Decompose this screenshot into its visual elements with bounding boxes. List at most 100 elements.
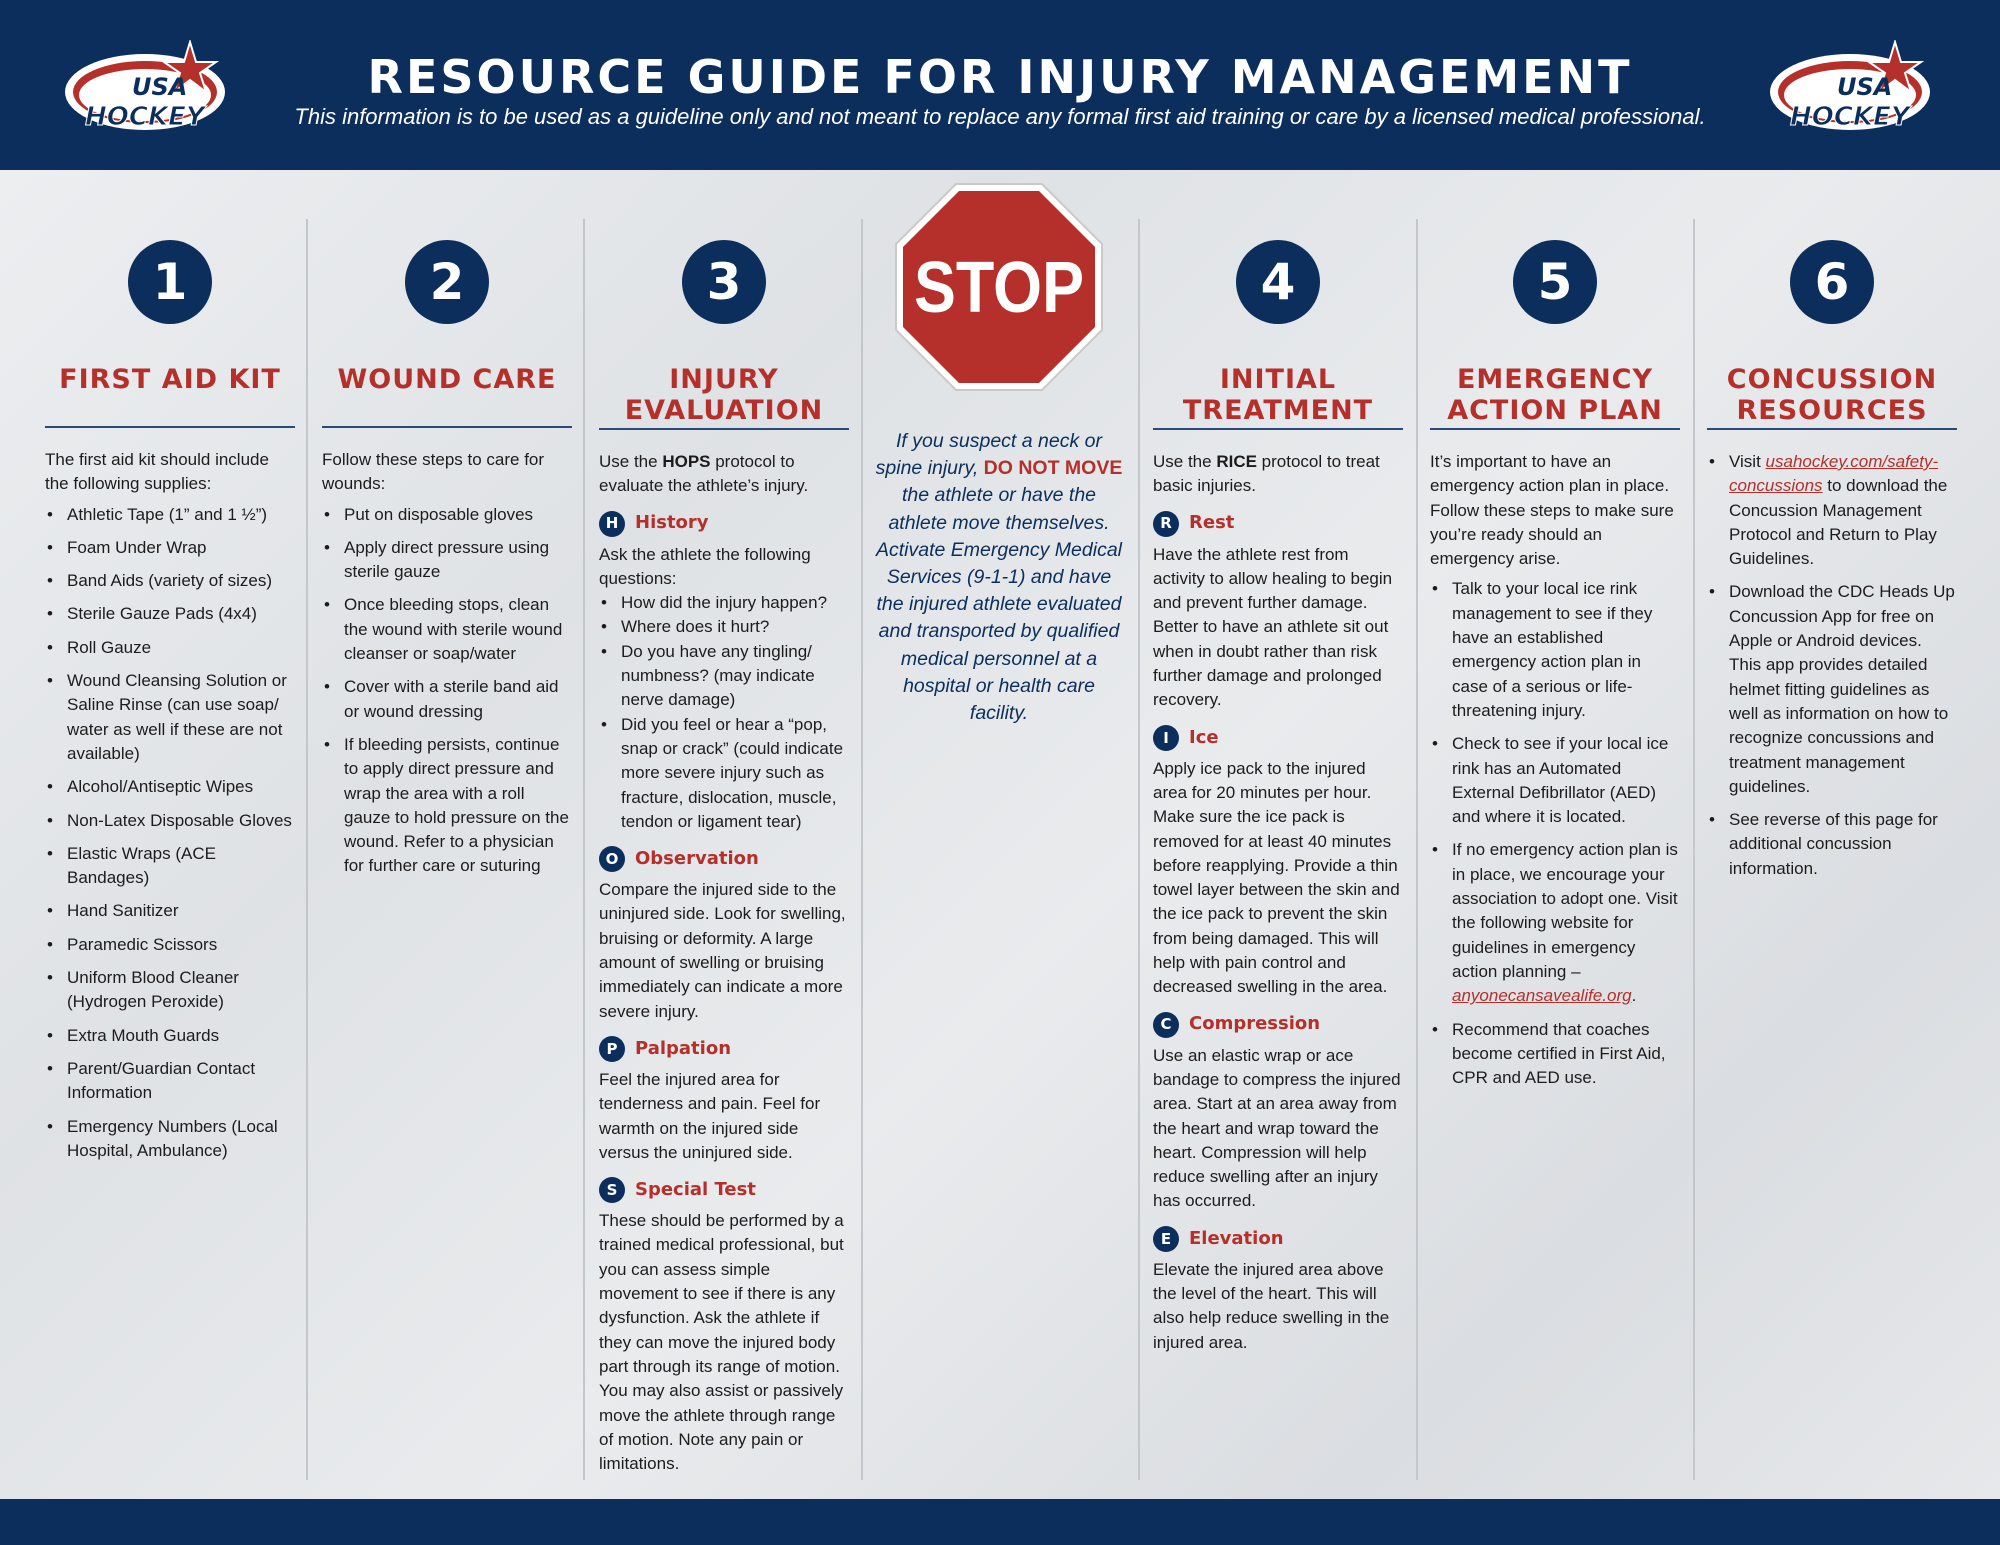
step-title: Palpation <box>635 1037 732 1059</box>
svg-text:HOCKEY: HOCKEY <box>1790 102 1913 132</box>
list-item-text: to download the Concussion Management Pr… <box>1729 476 1948 569</box>
warning-text: If you suspect a neck or spine injury, <box>875 430 1102 480</box>
list-item: Recommend that coaches become certified … <box>1430 1018 1680 1091</box>
stop-sign-icon: STOP <box>895 183 1103 391</box>
step-title: Ice <box>1189 726 1219 748</box>
column-divider <box>306 219 308 1480</box>
step-heading-ice: I Ice <box>1153 724 1403 751</box>
step-heading-observation: O Observation <box>599 846 849 873</box>
step-text: Use an elastic wrap or ace bandage to co… <box>1153 1045 1401 1211</box>
list-item: Sterile Gauze Pads (4x4) <box>45 602 295 627</box>
list-item: See reverse of this page for additional … <box>1707 808 1957 881</box>
section-first-aid-kit: 1 FIRST AID KIT The first aid kit should… <box>45 240 295 1172</box>
step-title: Observation <box>635 848 759 869</box>
usahockey-concussions-link[interactable]: usahockey.com/safety-concussions <box>1729 452 1939 496</box>
section-heading: WOUND CARE <box>322 364 572 428</box>
step-title: Elevation <box>1189 1227 1284 1249</box>
list-item: Uniform Blood Cleaner (Hydrogen Peroxide… <box>45 966 295 1015</box>
list-item: Hand Sanitizer <box>45 899 295 924</box>
usa-hockey-logo: USA HOCKEY <box>65 40 225 133</box>
list-item: Cover with a sterile band aid or wound d… <box>322 675 572 724</box>
protocol-name: RICE <box>1216 452 1257 471</box>
list-item: Did you feel or hear a “pop, snap or cra… <box>599 713 849 834</box>
header: USA HOCKEY RESOURCE GUIDE FOR INJURY MAN… <box>0 0 2000 170</box>
section-intro: Use the RICE protocol to treat basic inj… <box>1153 450 1403 499</box>
stop-sign-text: STOP <box>914 248 1084 328</box>
page-subtitle: This information is to be used as a guid… <box>294 104 1706 129</box>
section-injury-evaluation: 3 INJURY EVALUATION Use the HOPS protoco… <box>599 240 849 1476</box>
list-item: Extra Mouth Guards <box>45 1024 295 1049</box>
step-number-badge: 4 <box>1236 240 1320 324</box>
letter-badge: O <box>599 846 625 873</box>
list-item: Check to see if your local ice rink has … <box>1430 732 1680 829</box>
intro-text: Use the <box>599 452 663 471</box>
section-initial-treatment: 4 INITIAL TREATMENT Use the RICE protoco… <box>1153 240 1403 1355</box>
svg-text:USA: USA <box>132 73 187 101</box>
letter-badge: R <box>1153 510 1179 537</box>
list-item: If bleeding persists, continue to apply … <box>322 733 572 879</box>
supplies-list: Athletic Tape (1” and 1 ½”) Foam Under W… <box>45 503 295 1164</box>
wound-steps-list: Put on disposable gloves Apply direct pr… <box>322 503 572 879</box>
usa-hockey-logo: USA HOCKEY <box>1770 40 1930 133</box>
intro-text: Use the <box>1153 452 1217 471</box>
step-title: Compression <box>1189 1013 1321 1035</box>
list-item: How did the injury happen? <box>599 591 849 616</box>
list-item: Non-Latex Disposable Gloves <box>45 809 295 834</box>
section-emergency-action-plan: 5 EMERGENCY ACTION PLAN It’s important t… <box>1430 240 1680 1099</box>
intro-text: protocol to treat basic injuries. <box>1153 452 1380 496</box>
list-item: Roll Gauze <box>45 636 295 661</box>
step-title: Special Test <box>635 1178 756 1200</box>
column-divider <box>1416 219 1418 1480</box>
list-item: Alcohol/Antiseptic Wipes <box>45 775 295 800</box>
list-item: Foam Under Wrap <box>45 536 295 561</box>
intro-text: protocol to evaluate the athlete’s injur… <box>599 452 809 496</box>
svg-text:USA: USA <box>1837 73 1892 101</box>
step-number-badge: 5 <box>1513 240 1597 324</box>
list-item: Apply direct pressure using sterile gauz… <box>322 536 572 585</box>
list-item: If no emergency action plan is in place,… <box>1430 838 1680 1008</box>
step-number-badge: 1 <box>128 240 212 324</box>
footer-bar <box>0 1499 2000 1545</box>
list-item: Do you have any tingling/ numbness? (may… <box>599 640 849 713</box>
page-title: RESOURCE GUIDE FOR INJURY MANAGEMENT <box>367 50 1633 104</box>
list-item: Download the CDC Heads Up Concussion App… <box>1707 580 1957 799</box>
column-divider <box>1138 219 1140 1480</box>
punctuation: . <box>1631 986 1637 1006</box>
step-number-badge: 2 <box>405 240 489 324</box>
list-item: Emergency Numbers (Local Hospital, Ambul… <box>45 1115 295 1164</box>
list-item-text: If no emergency action plan is in place,… <box>1452 840 1678 981</box>
step-number-badge: 3 <box>682 240 766 324</box>
spine-injury-warning: If you suspect a neck or spine injury, D… <box>872 428 1126 727</box>
section-wound-care: 2 WOUND CARE Follow these steps to care … <box>322 240 572 888</box>
section-intro: It’s important to have an emergency acti… <box>1430 452 1674 569</box>
section-concussion-resources: 6 CONCUSSION RESOURCES Visit usahockey.c… <box>1707 240 1957 890</box>
step-text: Apply ice pack to the injured area for 2… <box>1153 758 1400 997</box>
section-heading: INITIAL TREATMENT <box>1153 364 1403 430</box>
section-heading: FIRST AID KIT <box>45 364 295 428</box>
letter-badge: C <box>1153 1011 1179 1038</box>
section-heading: INJURY EVALUATION <box>599 364 849 430</box>
history-questions: How did the injury happen? Where does it… <box>599 591 849 834</box>
column-divider <box>583 219 585 1480</box>
section-heading: EMERGENCY ACTION PLAN <box>1430 364 1680 430</box>
anyonecansavealife-link[interactable]: anyonecansavealife.org <box>1452 986 1632 1006</box>
step-text: Feel the injured area for tenderness and… <box>599 1069 821 1162</box>
step-heading-compression: C Compression <box>1153 1011 1403 1038</box>
step-text: Elevate the injured area above the level… <box>1153 1259 1390 1352</box>
do-not-move-emphasis: DO NOT MOVE <box>983 457 1123 480</box>
section-intro: Use the HOPS protocol to evaluate the at… <box>599 450 849 499</box>
list-item: Parent/Guardian Contact Information <box>45 1057 295 1106</box>
list-item-text: Visit <box>1729 452 1766 471</box>
concussion-list: Visit usahockey.com/safety-concussions t… <box>1707 450 1957 881</box>
svg-text:HOCKEY: HOCKEY <box>85 102 208 132</box>
list-item: Where does it hurt? <box>599 615 849 640</box>
list-item: Athletic Tape (1” and 1 ½”) <box>45 503 295 528</box>
letter-badge: I <box>1153 724 1179 751</box>
column-divider <box>861 219 863 1480</box>
letter-badge: H <box>599 510 625 537</box>
